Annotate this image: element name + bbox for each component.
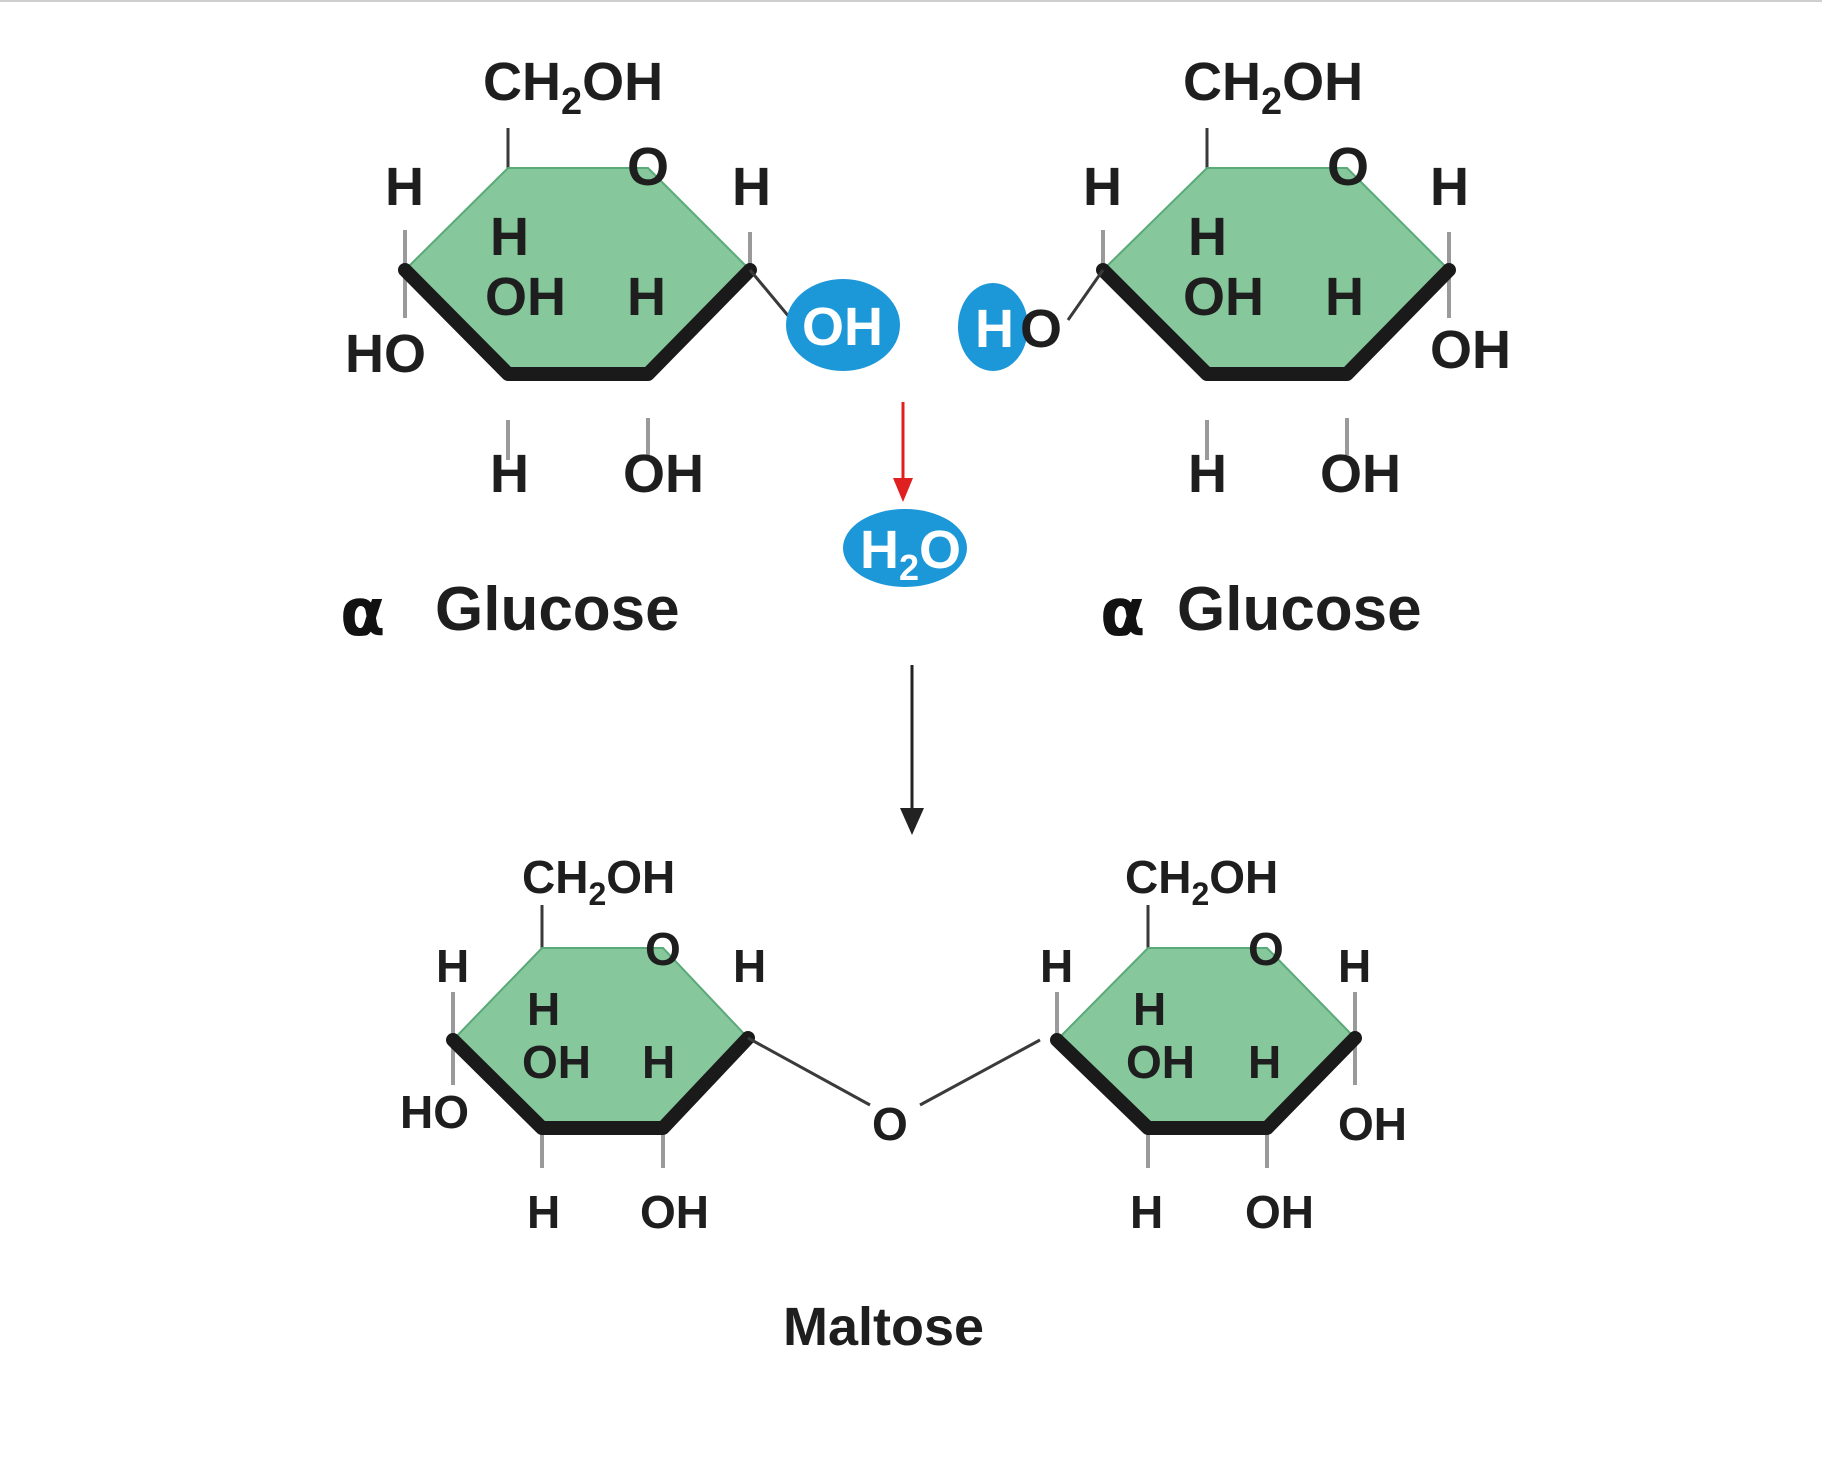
ch2oh-label: CH2OH: [1125, 851, 1278, 912]
water-bubble: [843, 509, 967, 587]
h-label: H: [1325, 267, 1364, 327]
ring-oxygen-label: O: [627, 137, 669, 197]
red-arrow-head: [893, 478, 913, 502]
ho-label: HO: [345, 324, 426, 384]
oh-label: OH: [1245, 1186, 1314, 1238]
oh-label: OH: [1338, 1098, 1407, 1150]
ring-oxygen-label: O: [645, 923, 681, 975]
ho-label: HO: [400, 1086, 469, 1138]
ch2oh-label: CH2OH: [522, 851, 675, 912]
h-highlight-bubble: [958, 283, 1028, 371]
maltose-right-ring: CH2OH O H H H OH H OH H OH: [1040, 851, 1407, 1238]
h-label: H: [527, 1186, 560, 1238]
h-label: H: [732, 157, 771, 217]
ch2oh-label: CH2OH: [1183, 52, 1363, 123]
h-label: H: [1040, 940, 1073, 992]
maltose-left-ring: CH2OH O H H H OH H HO H OH: [400, 851, 766, 1238]
glucose-right: CH2OH O H H H OH H OH H OH H O: [958, 52, 1511, 504]
oh-label: OH: [1430, 320, 1511, 380]
bridge-oxygen-label: O: [872, 1098, 908, 1150]
glucose-name-left: Glucose: [435, 575, 680, 644]
glucose-ring: [403, 167, 752, 375]
oh-label: OH: [522, 1036, 591, 1088]
h-label: H: [1130, 1186, 1163, 1238]
h-label: H: [1133, 983, 1166, 1035]
maltose-name: Maltose: [783, 1297, 984, 1357]
oh-label: OH: [485, 267, 566, 327]
top-divider: [0, 0, 1822, 2]
reaction-arrow: [900, 665, 924, 835]
h-label: H: [1083, 157, 1122, 217]
h-highlight-label: H: [975, 299, 1014, 359]
ch2oh-label: CH2OH: [483, 52, 663, 123]
glucose-left: CH2OH O H H H OH H HO H OH OH: [345, 52, 900, 504]
h-label: H: [733, 940, 766, 992]
oh-label: OH: [640, 1186, 709, 1238]
h-label: H: [490, 444, 529, 504]
glucose-ring: [451, 947, 750, 1129]
h-label: H: [490, 207, 529, 267]
oh-highlight-label: OH: [802, 297, 883, 357]
ring-oxygen-label: O: [1327, 137, 1369, 197]
h-label: H: [1188, 207, 1227, 267]
h-label: H: [436, 940, 469, 992]
oh-label: OH: [1126, 1036, 1195, 1088]
hydroxyl-oxygen-label: O: [1020, 299, 1062, 359]
ring-oxygen-label: O: [1248, 923, 1284, 975]
oh-label: OH: [1183, 267, 1264, 327]
oh-label: OH: [1320, 444, 1401, 504]
glucose-name-right: Glucose: [1177, 575, 1422, 644]
glucose-ring: [1101, 167, 1451, 375]
h-label: H: [1188, 444, 1227, 504]
h-label: H: [1248, 1036, 1281, 1088]
h-label: H: [527, 983, 560, 1035]
oh-highlight-bubble: [786, 279, 900, 371]
h-label: H: [1338, 940, 1371, 992]
oh-label: OH: [623, 444, 704, 504]
alpha-symbol: α: [340, 574, 385, 651]
alpha-symbol: α: [1100, 574, 1145, 651]
h-label: H: [1430, 157, 1469, 217]
h-label: H: [627, 267, 666, 327]
glucose-ring: [1055, 947, 1357, 1129]
h-label: H: [385, 157, 424, 217]
water-elimination: H2O: [843, 402, 967, 588]
water-label: H2O: [860, 520, 961, 588]
glycosidic-bond: O: [747, 1036, 1041, 1150]
h-label: H: [642, 1036, 675, 1088]
